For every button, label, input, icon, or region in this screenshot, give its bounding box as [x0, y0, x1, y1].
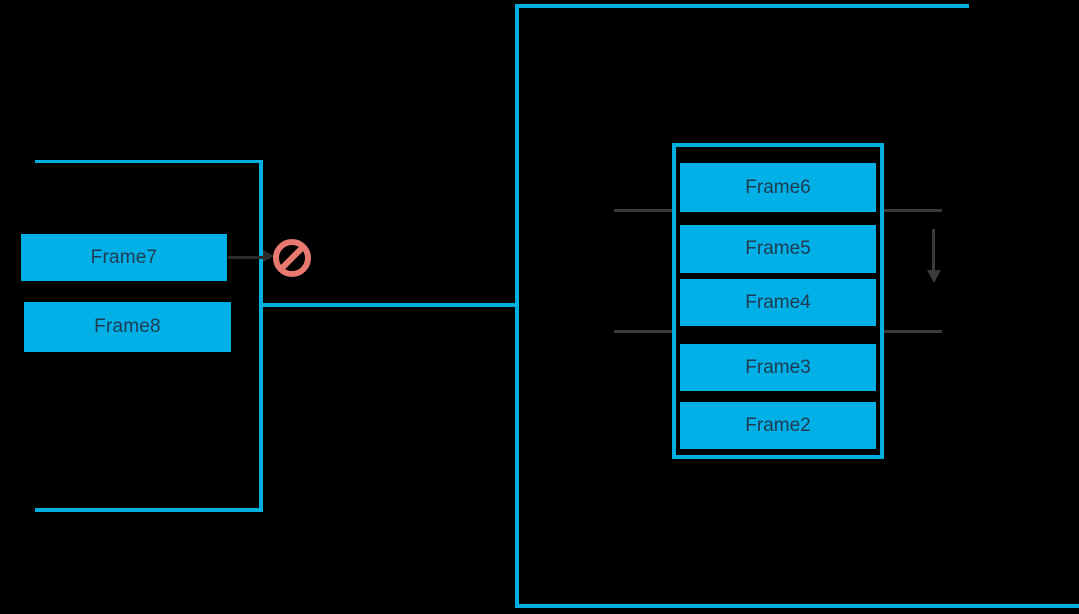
frame-label: Frame7 — [90, 246, 158, 268]
frame-box-frame2[interactable]: Frame2 — [680, 402, 876, 449]
frame-label: Frame6 — [745, 176, 811, 198]
frame-stack-container: Frame6 Frame5 Frame4 Frame3 Frame2 — [672, 143, 884, 459]
prohibition-icon — [273, 239, 311, 277]
left-bracket-right-border — [259, 160, 263, 512]
left-bracket-top-border — [35, 160, 263, 163]
frame-label: Frame2 — [745, 414, 811, 436]
stack-gap-3 — [680, 326, 876, 344]
frame-box-frame5[interactable]: Frame5 — [680, 225, 876, 273]
left-bracket-bottom-border — [35, 508, 263, 512]
frame-label: Frame3 — [745, 356, 811, 378]
stack-gap-1 — [680, 212, 876, 225]
arrow-right-shaft — [228, 256, 270, 259]
arrow-right-head — [263, 250, 274, 262]
frame-box-frame8[interactable]: Frame8 — [24, 302, 231, 352]
frame-label: Frame4 — [745, 291, 811, 313]
guide-line-top-right — [872, 209, 942, 212]
frame-box-frame3[interactable]: Frame3 — [680, 344, 876, 391]
connector-line — [261, 303, 518, 307]
arrow-down-icon-head — [927, 270, 941, 283]
guide-line-bottom-right — [872, 330, 942, 333]
frame-box-frame7[interactable]: Frame7 — [21, 234, 227, 281]
right-panel-top-border — [517, 4, 969, 8]
frame-label: Frame8 — [94, 316, 161, 337]
frame-box-frame6[interactable]: Frame6 — [680, 163, 876, 212]
arrow-down-icon-shaft — [932, 229, 935, 274]
frame-box-frame4[interactable]: Frame4 — [680, 279, 876, 326]
frame-stack-inner: Frame6 Frame5 Frame4 Frame3 Frame2 — [680, 151, 876, 451]
stack-gap-4 — [680, 391, 876, 402]
stack-gap-2 — [680, 273, 876, 279]
stack-gap-top — [680, 151, 876, 163]
right-panel-bottom-border — [517, 604, 1079, 608]
frame-label: Frame5 — [745, 238, 811, 259]
